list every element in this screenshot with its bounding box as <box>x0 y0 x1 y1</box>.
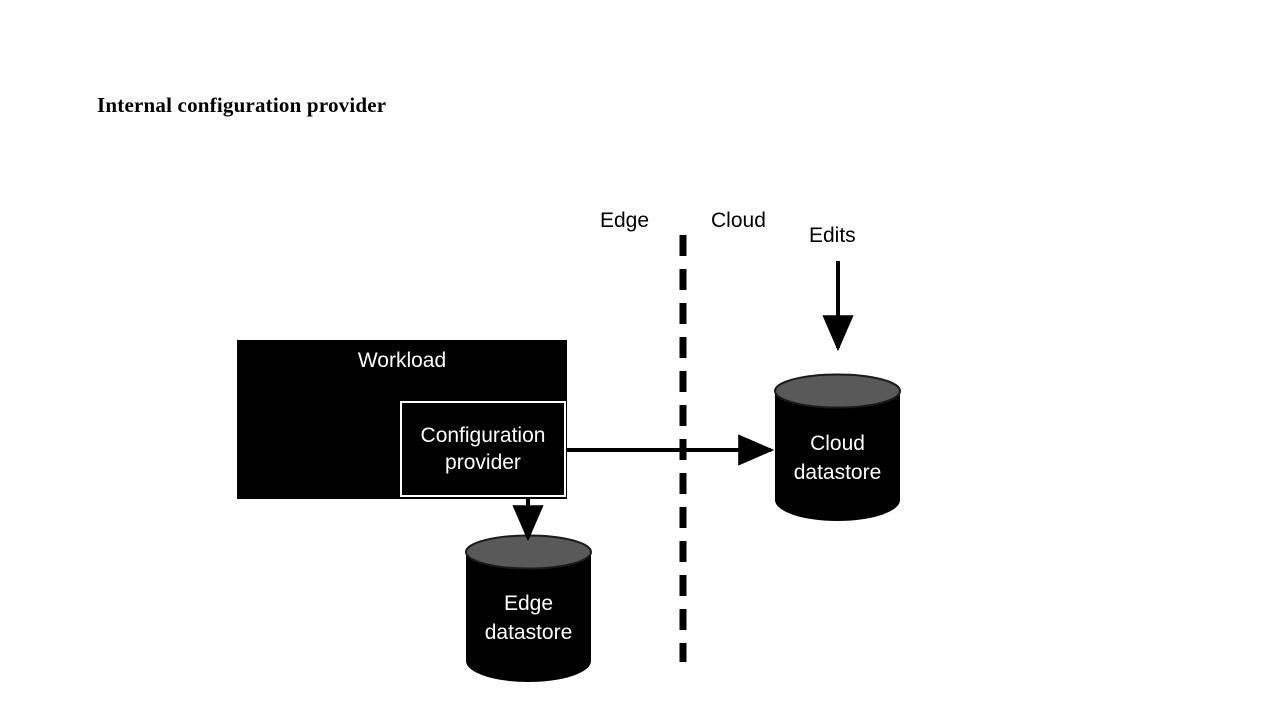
zone-label-edge: Edge <box>600 209 650 232</box>
zone-label-edits: Edits <box>809 224 856 247</box>
configuration-provider-label-line1: Configuration <box>420 424 546 447</box>
zone-label-cloud: Cloud <box>711 209 766 232</box>
workload-label: Workload <box>357 349 447 372</box>
edge-datastore-shape <box>465 534 592 682</box>
page-title: Internal configuration provider <box>97 93 387 117</box>
cloud-datastore-shape <box>774 373 901 521</box>
configuration-provider-label-line2: provider <box>445 451 521 474</box>
configuration-provider-box: Configuration provider <box>400 401 566 497</box>
configuration-provider-label: Configuration provider <box>421 422 546 476</box>
